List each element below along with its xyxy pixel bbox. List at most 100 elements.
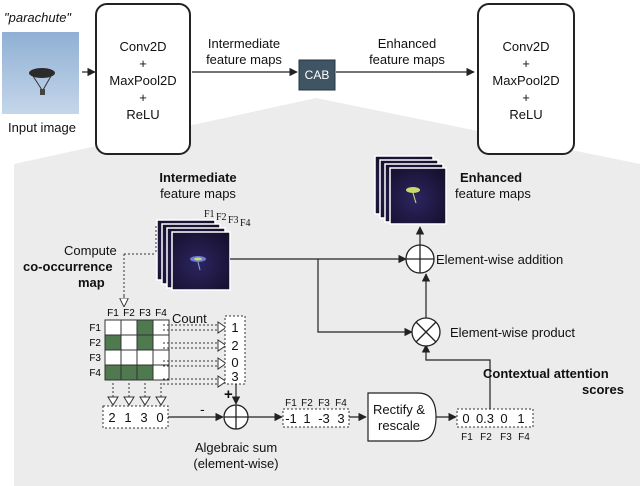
top-enhanced-line1: Enhanced	[377, 36, 437, 51]
row-vector-3: 3	[140, 410, 148, 425]
conv-block-right: Conv2D + MaxPool2D + ReLU	[477, 3, 575, 155]
matrix-cell	[136, 364, 154, 381]
input-class-label: "parachute"	[4, 10, 72, 25]
matrix-col-label: F4	[155, 308, 167, 319]
algebraic-sum-label-2: (element-wise)	[193, 456, 279, 471]
sum-label-f2: F2	[301, 398, 313, 409]
matrix-cell	[104, 319, 122, 336]
sum-label-f1: F1	[285, 398, 297, 409]
conv-right-line3: ReLU	[509, 107, 543, 122]
matrix-row-label: F4	[89, 368, 101, 379]
compute-bold-2: map	[78, 275, 105, 290]
top-intermediate-line2: feature maps	[206, 52, 282, 67]
matrix-row-label: F2	[89, 338, 101, 349]
sum-label-f3: F3	[318, 398, 330, 409]
score-value-2: 0.3	[475, 411, 495, 426]
sum-value-4: 3	[337, 411, 345, 426]
conv-left-line2: MaxPool2D	[109, 73, 177, 88]
contextual-scores-label-1: Contextual attention	[483, 366, 609, 381]
conv-left-plus1: +	[139, 56, 147, 71]
enhanced-feature-stack	[374, 155, 447, 225]
addition-label: Element-wise addition	[436, 252, 564, 267]
count-value-2: 2	[231, 338, 239, 353]
top-intermediate-line1: Intermediate	[207, 36, 281, 51]
stack-label-f4: F4	[240, 218, 251, 229]
matrix-col-label: F3	[139, 308, 151, 319]
conv-left-line3: ReLU	[126, 107, 160, 122]
input-image-caption: Input image	[8, 120, 76, 135]
product-label: Element-wise product	[450, 325, 575, 340]
conv-right-plus2: +	[522, 90, 530, 105]
count-column-box	[224, 315, 246, 385]
score-value-1: 0	[462, 411, 470, 426]
cab-label: CAB	[304, 68, 330, 82]
minus-sign: -	[200, 401, 205, 417]
scores-vector-box	[456, 408, 534, 428]
matrix-cell	[152, 319, 170, 336]
conv-right-line1: Conv2D	[502, 39, 550, 54]
count-value-3: 0	[231, 355, 239, 370]
element-wise-product-node	[411, 317, 441, 347]
matrix-cell	[136, 349, 154, 366]
conv-right-plus1: +	[522, 56, 530, 71]
count-label: Count	[172, 311, 207, 326]
stack-label-f1: F1	[204, 209, 215, 220]
score-label-f4: F4	[518, 432, 530, 443]
input-image	[2, 32, 79, 114]
conv-left-line1: Conv2D	[119, 39, 167, 54]
score-value-3: 0	[500, 411, 508, 426]
sum-value-2: 1	[303, 411, 311, 426]
intermediate-subtitle: feature maps	[160, 186, 236, 201]
matrix-cell	[120, 349, 138, 366]
matrix-cell	[152, 334, 170, 351]
matrix-cell	[136, 319, 154, 336]
algebraic-sum-label-1: Algebraic sum	[194, 440, 278, 455]
sum-value-1: -1	[285, 411, 297, 426]
matrix-row-label: F1	[89, 323, 101, 334]
intermediate-title: Intermediate	[159, 170, 237, 185]
top-enhanced-line2: feature maps	[369, 52, 445, 67]
count-value-1: 1	[231, 320, 239, 335]
algebraic-sum-node	[223, 404, 249, 430]
matrix-cell	[152, 349, 170, 366]
stack-label-f2: F2	[216, 212, 227, 223]
matrix-cell	[120, 334, 138, 351]
rectify-label-1: Rectify &	[372, 402, 425, 417]
sum-vector-box	[282, 408, 350, 428]
row-vector-1: 2	[108, 410, 116, 425]
matrix-cell	[104, 349, 122, 366]
conv-block-left: Conv2D + MaxPool2D + ReLU	[95, 3, 191, 155]
score-label-f3: F3	[500, 432, 512, 443]
matrix-cell	[152, 364, 170, 381]
matrix-cell	[104, 334, 122, 351]
matrix-col-label: F2	[123, 308, 135, 319]
conv-left-plus2: +	[139, 90, 147, 105]
rectify-label-2: rescale	[378, 418, 420, 433]
rectify-rescale-block	[367, 392, 437, 442]
matrix-col-label: F1	[107, 308, 119, 319]
enhanced-subtitle: feature maps	[455, 186, 531, 201]
intermediate-feature-stack	[156, 219, 231, 291]
score-value-4: 1	[517, 411, 525, 426]
matrix-cell	[104, 364, 122, 381]
conv-right-line2: MaxPool2D	[492, 73, 560, 88]
element-wise-addition-node	[405, 244, 435, 274]
score-label-f1: F1	[461, 432, 473, 443]
matrix-cell	[120, 364, 138, 381]
sum-value-3: -3	[318, 411, 330, 426]
compute-label: Compute	[64, 243, 117, 258]
plus-sign: +	[224, 386, 233, 403]
stack-label-f3: F3	[228, 215, 239, 226]
count-value-4: 3	[231, 369, 239, 384]
compute-bold-1: co-occurrence	[23, 259, 113, 274]
row-vector-2: 1	[124, 410, 132, 425]
matrix-cell	[136, 334, 154, 351]
matrix-cell	[120, 319, 138, 336]
enhanced-title: Enhanced	[460, 170, 523, 185]
cab-block	[298, 59, 336, 91]
matrix-row-label: F3	[89, 353, 101, 364]
sum-label-f4: F4	[335, 398, 347, 409]
score-label-f2: F2	[480, 432, 492, 443]
